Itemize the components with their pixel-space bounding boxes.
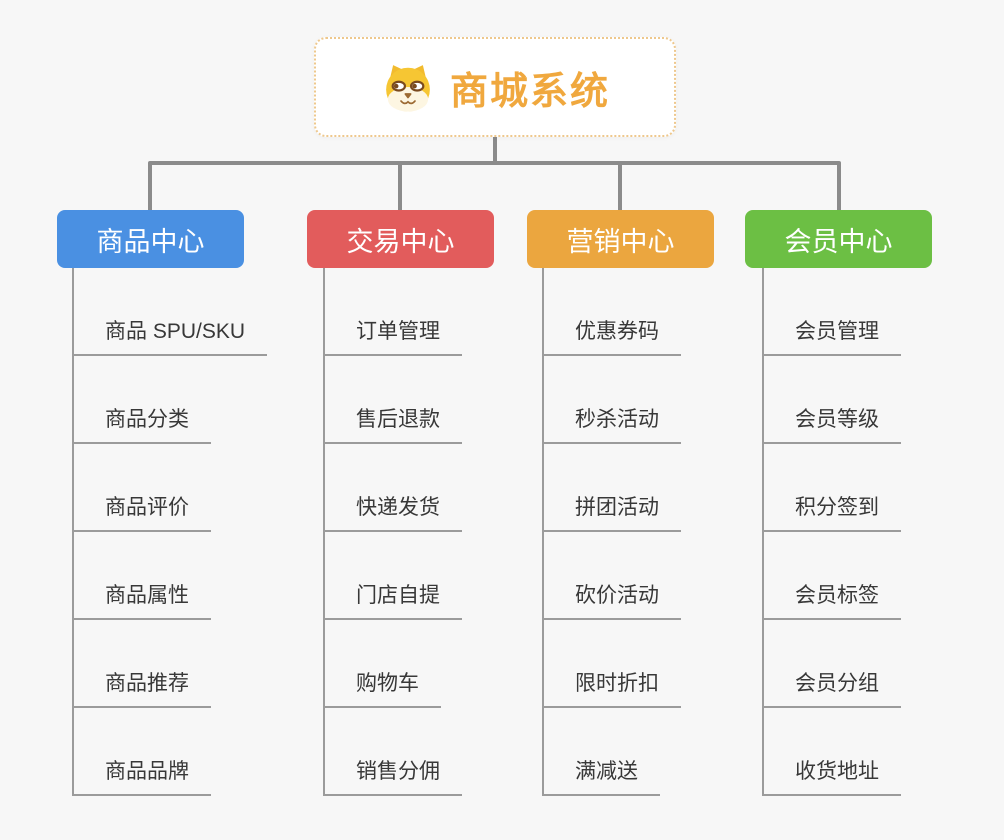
branch-header-member-center[interactable]: 会员中心 [745,210,932,268]
topic-item[interactable]: 优惠券码 [542,317,681,356]
topic-item[interactable]: 购物车 [323,669,441,708]
root-node[interactable]: 商城系统 [314,37,676,137]
branch-header-label: 营销中心 [566,226,675,257]
branch-header-label: 商品中心 [96,226,205,257]
connector-trunk [762,268,764,796]
topic-item[interactable]: 商品品牌 [72,757,211,796]
topic-item[interactable]: 商品 SPU/SKU [72,317,268,356]
branch-list-marketing-center: 优惠券码 秒杀活动 拼团活动 砍价活动 限时折扣 满减送 [542,268,681,796]
shiba-dog-icon [380,60,436,114]
topic-item[interactable]: 商品属性 [72,581,211,620]
branch-header-product-center[interactable]: 商品中心 [57,210,244,268]
topic-item[interactable]: 限时折扣 [542,669,681,708]
connector-trunk [542,268,544,796]
connector-drop-member [837,163,841,210]
topic-item[interactable]: 快递发货 [323,493,462,532]
topic-item[interactable]: 收货地址 [762,757,901,796]
connector-horizontal-bar [148,161,841,165]
topic-item[interactable]: 满减送 [542,757,660,796]
branch-list-trade-center: 订单管理 售后退款 快递发货 门店自提 购物车 销售分佣 [323,268,462,796]
topic-item[interactable]: 会员管理 [762,317,901,356]
branch-list-product-center: 商品 SPU/SKU 商品分类 商品评价 商品属性 商品推荐 商品品牌 [72,268,268,796]
connector-root-stem [493,137,497,163]
topic-item[interactable]: 商品推荐 [72,669,211,708]
connector-drop-marketing [618,163,622,210]
branch-header-trade-center[interactable]: 交易中心 [307,210,494,268]
topic-item[interactable]: 销售分佣 [323,757,462,796]
topic-item[interactable]: 售后退款 [323,405,462,444]
topic-item[interactable]: 门店自提 [323,581,462,620]
branch-header-label: 会员中心 [784,226,893,257]
branch-header-label: 交易中心 [346,226,455,257]
topic-item[interactable]: 拼团活动 [542,493,681,532]
connector-trunk [323,268,325,796]
topic-item[interactable]: 订单管理 [323,317,462,356]
topic-item[interactable]: 会员分组 [762,669,901,708]
topic-item[interactable]: 会员等级 [762,405,901,444]
topic-item[interactable]: 积分签到 [762,493,901,532]
branch-list-member-center: 会员管理 会员等级 积分签到 会员标签 会员分组 收货地址 [762,268,901,796]
topic-item[interactable]: 商品分类 [72,405,211,444]
connector-drop-product [148,163,152,210]
topic-item[interactable]: 会员标签 [762,581,901,620]
root-title: 商城系统 [449,70,610,113]
connector-drop-trade [398,163,402,210]
branch-header-marketing-center[interactable]: 营销中心 [527,210,714,268]
connector-trunk [72,268,74,796]
topic-item[interactable]: 砍价活动 [542,581,681,620]
topic-item[interactable]: 秒杀活动 [542,405,681,444]
topic-item[interactable]: 商品评价 [72,493,211,532]
